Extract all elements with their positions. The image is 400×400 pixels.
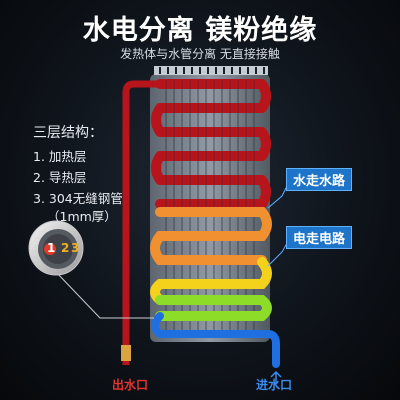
top-grille bbox=[154, 66, 268, 75]
structure-item-2: 2. 导热层 bbox=[33, 170, 87, 185]
outlet-pipe bbox=[122, 80, 158, 365]
layer-number-3: 3 bbox=[71, 241, 80, 255]
structure-item-3: 3. 304无缝钢管 bbox=[33, 191, 123, 206]
grille-slots bbox=[159, 67, 265, 74]
inlet-arrow bbox=[270, 370, 282, 384]
electric-path-label: 电走电路 bbox=[286, 226, 353, 249]
heating-coil-green bbox=[155, 295, 272, 321]
structure-title: 三层结构： bbox=[33, 125, 103, 141]
water-path-label: 水走水路 bbox=[286, 168, 353, 191]
cross-section-icon bbox=[28, 220, 84, 276]
outlet-label: 出水口 bbox=[111, 378, 148, 392]
outlet-fitting bbox=[121, 345, 131, 361]
page-title: 水电分离 镁粉绝缘 bbox=[82, 15, 318, 46]
heating-coil-orange bbox=[150, 207, 272, 265]
heating-coil-yellow bbox=[150, 257, 272, 305]
heating-coil-red bbox=[151, 79, 271, 209]
layer-number-1: 1 bbox=[47, 241, 56, 255]
structure-note: （1mm厚） bbox=[47, 209, 117, 224]
cross-section-pointer bbox=[55, 271, 154, 319]
structure-item-1: 1. 加热层 bbox=[33, 149, 87, 164]
layer-number-2: 2 bbox=[61, 241, 70, 255]
structure-list: 三层结构： 1. 加热层 2. 导热层 3. 304无缝钢管 （1mm厚） bbox=[33, 122, 123, 225]
page-subtitle: 发热体与水管分离 无直接接触 bbox=[120, 47, 280, 61]
inlet-pipe bbox=[151, 312, 280, 368]
inlet-label: 进水口 bbox=[255, 378, 292, 392]
